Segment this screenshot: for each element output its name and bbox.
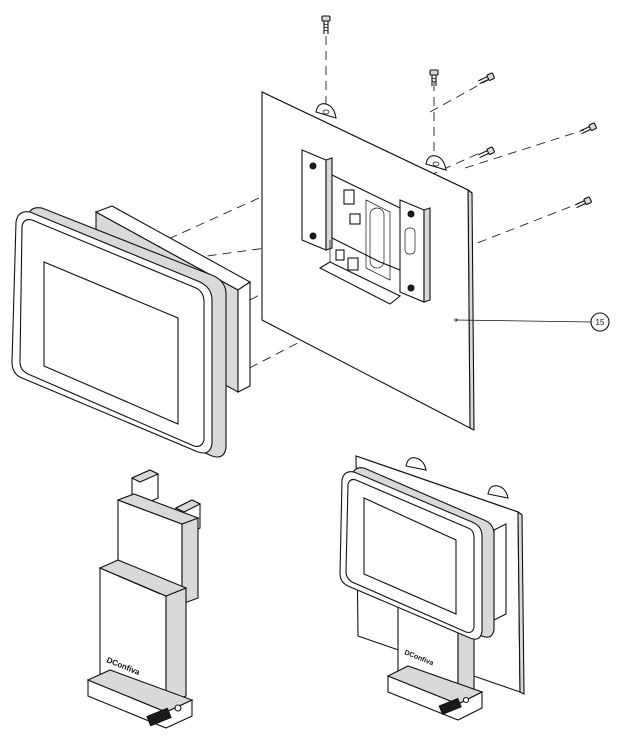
screw-side-4 bbox=[575, 196, 592, 209]
panel-screen bbox=[43, 261, 179, 425]
plate-tab-left bbox=[315, 103, 337, 119]
plate-tab-right bbox=[425, 155, 447, 171]
plate-bracket bbox=[301, 149, 431, 305]
callout-label-15: 15 bbox=[596, 318, 605, 327]
mounting-plate: 15 bbox=[261, 91, 610, 431]
screw-top-left bbox=[321, 15, 331, 34]
assembled-panel-screen bbox=[363, 497, 457, 615]
screw-side-2 bbox=[580, 122, 597, 135]
desk-stand: DConfiva bbox=[86, 469, 202, 729]
screw-side-1 bbox=[478, 72, 495, 85]
screw-side-3 bbox=[478, 146, 495, 159]
screw-top-right bbox=[429, 69, 439, 86]
callout-leader bbox=[455, 319, 593, 323]
assembled-unit: DConfiva bbox=[339, 455, 525, 721]
touch-panel-large bbox=[11, 205, 252, 458]
callout-circle bbox=[590, 312, 610, 332]
